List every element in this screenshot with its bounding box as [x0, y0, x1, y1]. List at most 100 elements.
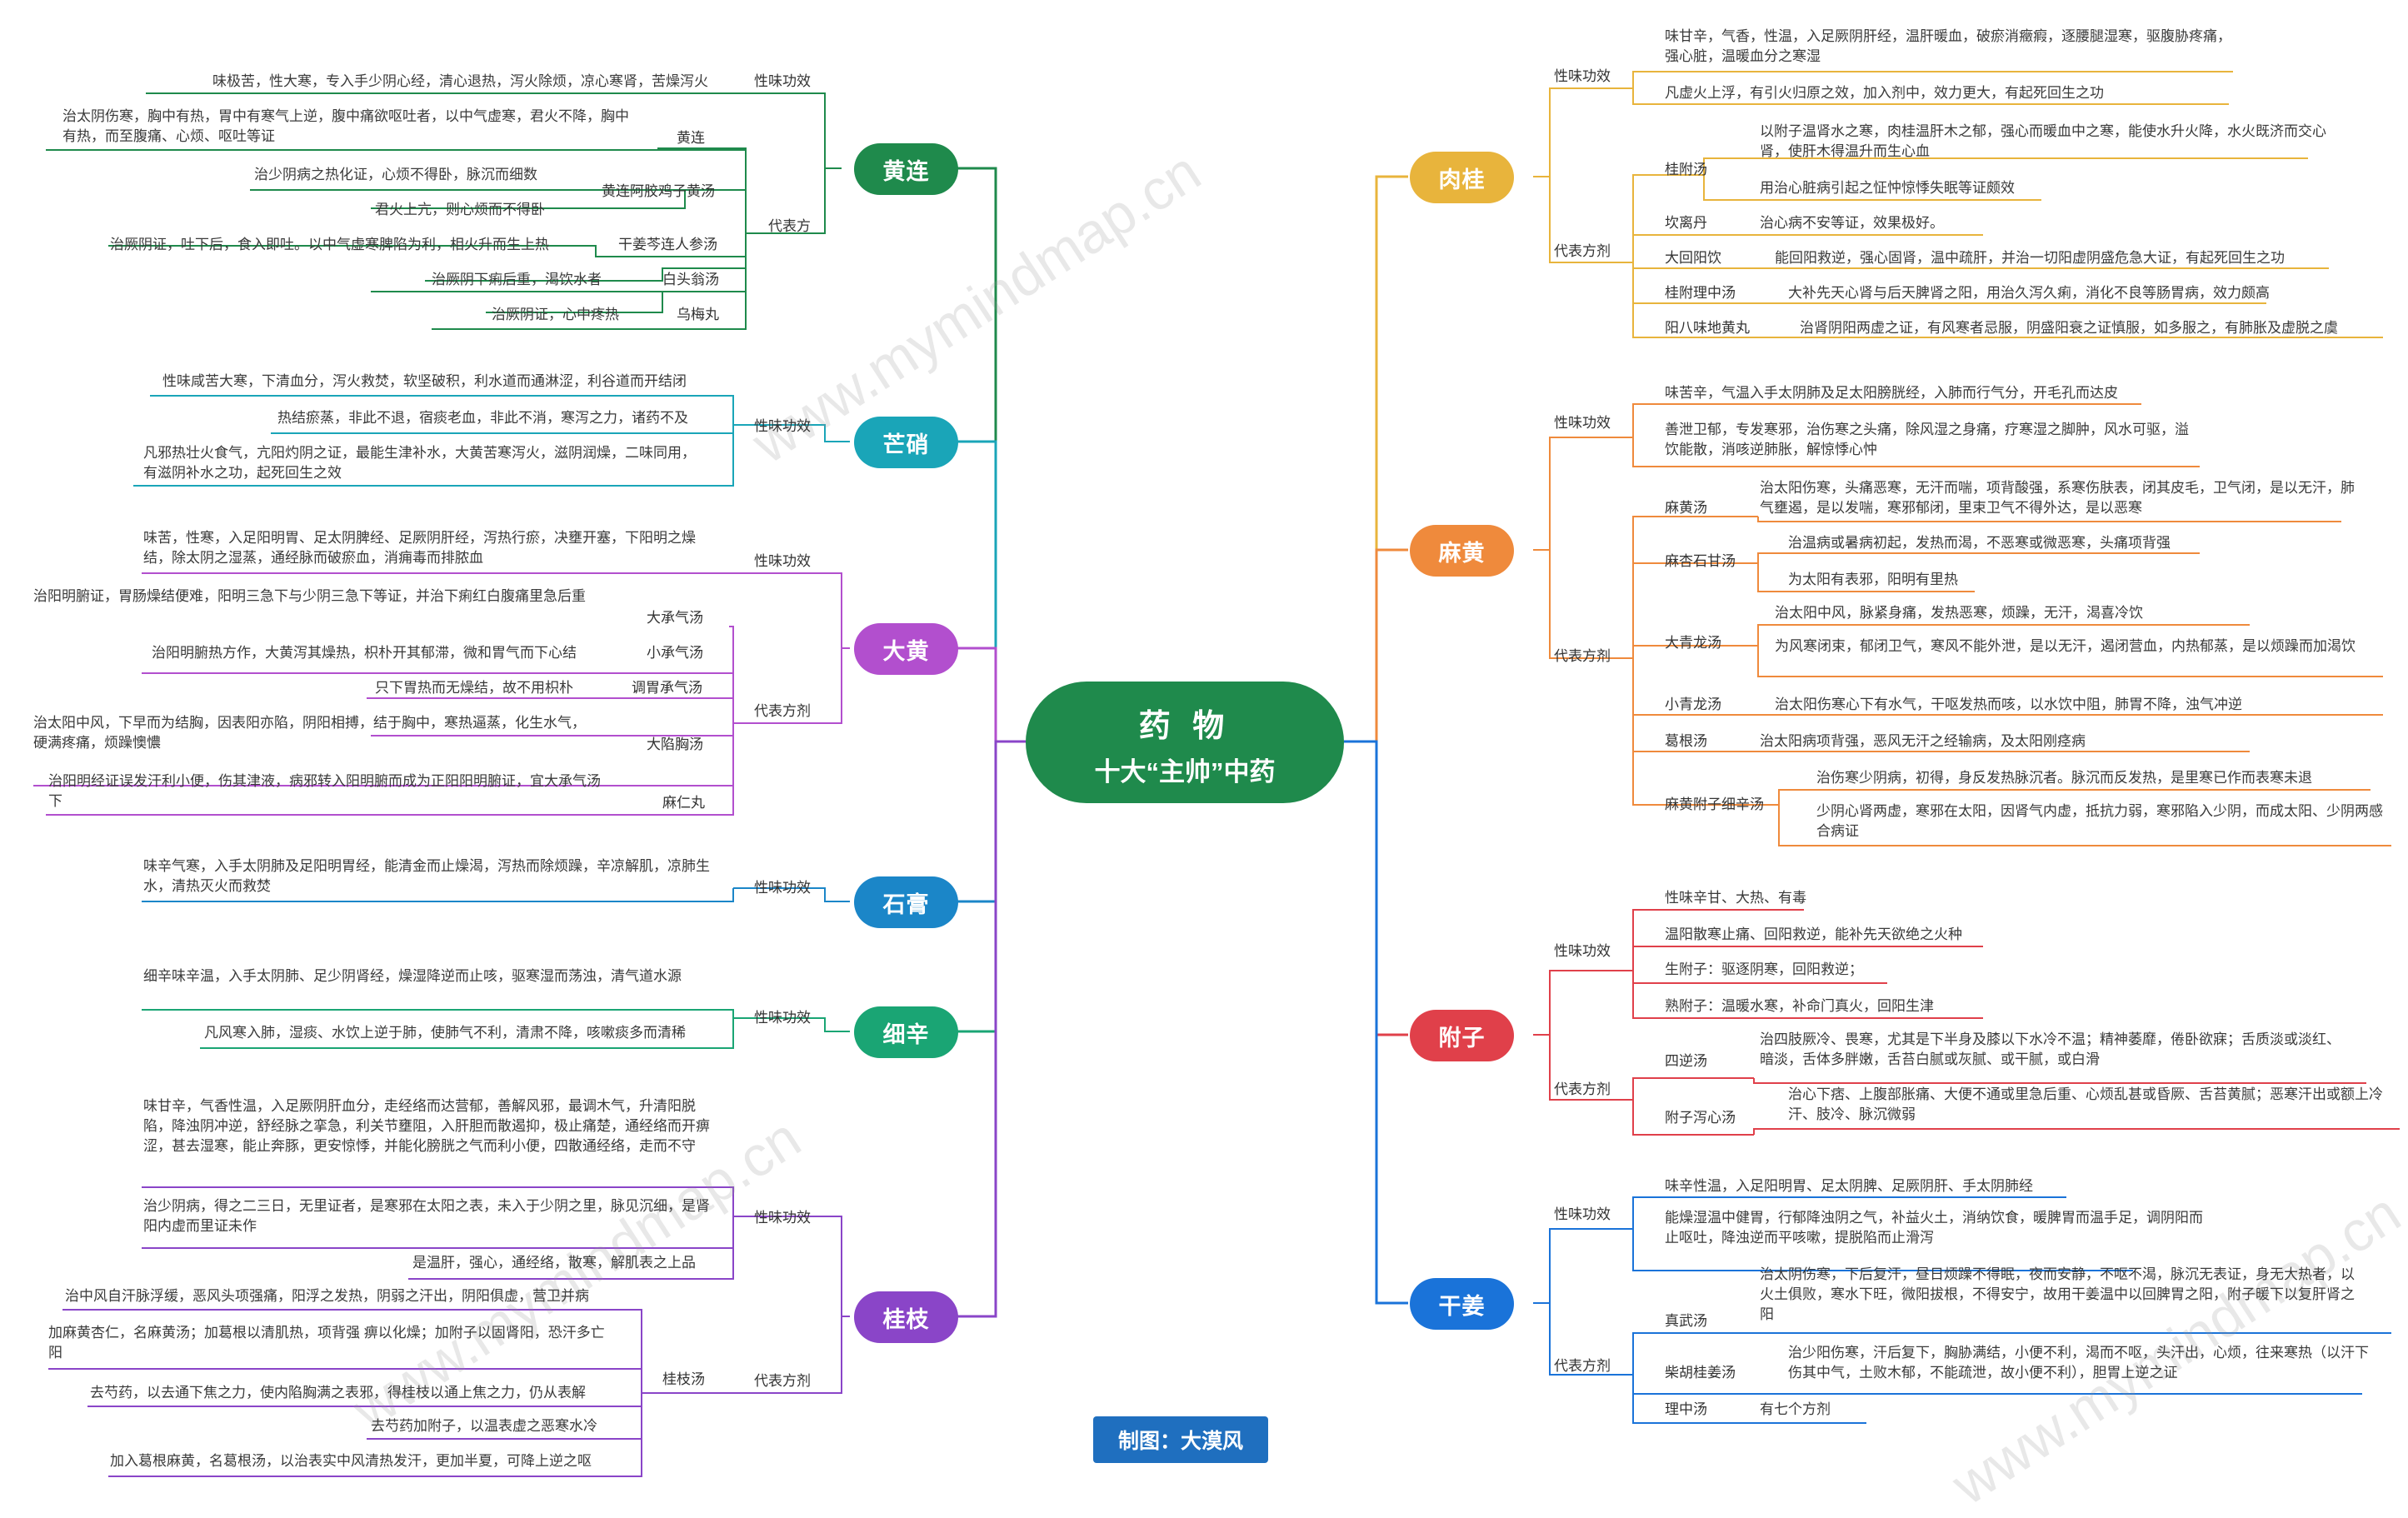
- label-btwt: 白头翁汤: [662, 272, 719, 287]
- mahuang-dql1: 治太阳中风，脉紧身痛，发热恶寒，烦躁，无汗，渴喜冷饮: [1775, 605, 2143, 621]
- label-mxsgt: 麻杏石甘汤: [1665, 553, 1736, 569]
- label-xingwei: 性味功效: [754, 553, 811, 569]
- label-daibiaofang: 代表方: [768, 218, 811, 234]
- huanglian-hlejz-2: 君火上亢，则心烦而不得卧: [375, 202, 545, 217]
- label-xingwei: 性味功效: [754, 418, 811, 434]
- dahuang-mzr: 治阳明经证误发汗利小便，伤其津液，病邪转入阳明腑而成为正阳阳明腑证，宜大承气汤下: [48, 773, 601, 809]
- label-zwt: 真武汤: [1665, 1313, 1707, 1329]
- label-xingwei: 性味功效: [754, 73, 811, 89]
- label-xingwei: 性味功效: [754, 1210, 811, 1226]
- label-xingwei: 性味功效: [1554, 943, 1611, 959]
- mahuang-mh: 治太阳伤寒，头痛恶寒，无汗而喘，项背酸强，系寒伤肤表，闭其皮毛，卫气闭，是以无汗…: [1760, 480, 2355, 516]
- fuzi-sn: 治四肢厥冷、畏寒，尤其是下半身及膝以下水冷不温；精神萎靡，倦卧欲寐；舌质淡或淡红…: [1760, 1031, 2341, 1067]
- rougui-xw2: 凡虚火上浮，有引火归原之效，加入剂中，效力更大，有起死回生之功: [1665, 85, 2104, 101]
- guizhi-b: 治少阴病，得之二三日，无里证者，是寒邪在太阳之表，未入于少阴之里，脉见沉细，是肾…: [143, 1198, 710, 1234]
- fuzi-fz: 治心下痞、上腹部胀痛、大便不通或里急后重、心烦乱甚或昏厥、舌苔黄腻；恶寒汗出或额…: [1788, 1086, 2383, 1122]
- rougui-dhy: 能回阳救逆，强心固肾，温中疏肝，并治一切阳虚阴盛危急大证，有起死回生之功: [1775, 250, 2285, 266]
- huanglian-hl-desc: 治太阴伤寒，胸中有热，胃中有寒气上逆，腹中痛欲呕吐者，以中气虚寒，君火不降，胸中…: [62, 108, 629, 144]
- label-dcqt: 大承气汤: [647, 610, 703, 626]
- node-mangxiao[interactable]: 芒硝: [854, 417, 958, 468]
- node-rougui[interactable]: 肉桂: [1410, 152, 1514, 203]
- fuzi-x1: 性味辛甘、大热、有毒: [1665, 890, 1806, 906]
- dahuang-dcq: 治阳明腑证，胃肠燥结便难，阳明三急下与少阴三急下等证，并治下痢红白腹痛里急后重: [33, 588, 586, 604]
- label-mhfzxxt: 麻黄附子细辛汤: [1665, 796, 1764, 812]
- label-wmw: 乌梅丸: [677, 307, 719, 322]
- label-xingwei: 性味功效: [1554, 1206, 1611, 1222]
- mangxiao-c: 凡邪热壮火食气，亢阳灼阴之证，最能生津补水，大黄苦寒泻火，滋阴润燥，二味同用，有…: [143, 445, 696, 481]
- mahuang-gg: 治太阳病项背强，恶风无汗之经输病，及太阳刚痉病: [1760, 733, 2086, 749]
- label-xqlt: 小青龙汤: [1665, 697, 1721, 712]
- mangxiao-a: 性味咸苦大寒，下清血分，泻火救焚，软坚破积，利水道而通淋涩，利谷道而开结闭: [162, 373, 687, 389]
- rougui-gfl: 大补先天心肾与后天脾肾之阳，用治久泻久痢，消化不良等肠胃病，效力颇高: [1788, 285, 2270, 301]
- node-xixin[interactable]: 细辛: [854, 1006, 958, 1058]
- label-daibiaofangji: 代表方剂: [1554, 1358, 1611, 1374]
- label-xingwei: 性味功效: [1554, 68, 1611, 84]
- guizhi-d5: 加入葛根麻黄，名葛根汤，以治表实中风清热发汗，更加半夏，可降上逆之呕: [110, 1453, 592, 1469]
- node-guizhi[interactable]: 桂枝: [854, 1291, 958, 1343]
- label-mzrw: 麻仁丸: [662, 795, 705, 811]
- dahuang-twcq: 只下胃热而无燥结，故不用枳朴: [375, 680, 573, 696]
- label-daibiaofangji: 代表方剂: [754, 703, 811, 719]
- ganjiang-lz: 有七个方剂: [1760, 1401, 1831, 1417]
- node-shigao[interactable]: 石膏: [854, 876, 958, 928]
- label-hlejz: 黄连阿胶鸡子黄汤: [602, 183, 715, 199]
- center-topic[interactable]: 药 物 十大“主帅”中药: [1026, 682, 1344, 803]
- rougui-kl: 治心病不安等证，效果极好。: [1760, 215, 1944, 231]
- ganjiang-x2: 能燥湿温中健胃，行郁降浊阴之气，补益火土，消纳饮食，暖脾胃而温手足，调阴阳而止呕…: [1665, 1210, 2203, 1246]
- mahuang-mf2: 少阴心肾两虚，寒邪在太阳，因肾气内虚，抵抗力弱，寒邪陷入少阴，而成太阳、少阴两感…: [1816, 803, 2383, 839]
- ganjiang-zw: 治太阴伤寒，下后复汗，昼日烦躁不得眠，夜而安静，不呕不渴，脉沉无表证，身无大热者…: [1760, 1266, 2355, 1322]
- node-dahuang[interactable]: 大黄: [854, 623, 958, 675]
- mahuang-xw2: 善泄卫郁，专发寒邪，治伤寒之头痛，除风湿之身痛，疗寒湿之脚肿，风水可驱，溢饮能散…: [1665, 422, 2189, 457]
- label-dqlt: 大青龙汤: [1665, 635, 1721, 651]
- label-xingwei: 性味功效: [754, 1010, 811, 1026]
- guizhi-d4: 去芍药加附子，以温表虚之恶寒水冷: [371, 1418, 597, 1434]
- xixin-b: 凡风寒入肺，湿痰、水饮上逆于肺，使肺气不利，清肃不降，咳嗽痰多而清稀: [204, 1025, 686, 1041]
- label-daibiaofangji: 代表方剂: [1554, 1081, 1611, 1097]
- label-chgjt: 柴胡桂姜汤: [1665, 1365, 1736, 1381]
- label-daibiaofangji: 代表方剂: [1554, 648, 1611, 664]
- label-lzt: 理中汤: [1665, 1401, 1707, 1417]
- xixin-a: 细辛味辛温，入手太阴肺、足少阴肾经，燥湿降逆而止咳，驱寒湿而荡浊，清气道水源: [143, 968, 682, 984]
- shigao-a: 味辛气寒，入手太阴肺及足阳明胃经，能清金而止燥渴，泻热而除烦躁，辛凉解肌，凉肺生…: [143, 858, 710, 894]
- label-ybwdh: 阳八味地黄丸: [1665, 320, 1750, 336]
- ganjiang-ch: 治少阳伤寒，汗后复下，胸胁满结，小便不利，渴而不呕，头汗出，心烦，往来寒热（以汗…: [1788, 1345, 2369, 1381]
- guizhi-c: 是温肝，强心，通经络，散寒，解肌表之上品: [412, 1255, 696, 1271]
- mangxiao-b: 热结瘀蒸，非此不退，宿痰老血，非此不消，寒泻之力，诸药不及: [277, 410, 688, 426]
- rougui-gf2: 用治心脏病引起之怔忡惊悸失眠等证颇效: [1760, 180, 2015, 196]
- label-kld: 坎离丹: [1665, 215, 1707, 231]
- huanglian-btw: 治厥阴下痢后重，渴饮水者: [432, 272, 602, 287]
- label-gft: 桂附汤: [1665, 162, 1707, 177]
- ganjiang-x1: 味辛性温，入足阳明胃、足太阴脾、足厥阴肝、手太阴肺经: [1665, 1178, 2033, 1194]
- mahuang-xql: 治太阳伤寒心下有水气，干呕发热而咳，以水饮中阻，肺胃不降，浊气冲逆: [1775, 697, 2242, 712]
- label-daibiaofangji: 代表方剂: [754, 1373, 811, 1389]
- label-gzt: 桂枝汤: [662, 1371, 705, 1387]
- guizhi-d1: 治中风自汗脉浮缓，恶风头项强痛，阳浮之发热，阴弱之汗出，阴阳俱虚，营卫并病: [65, 1288, 589, 1304]
- node-huanglian[interactable]: 黄连: [854, 143, 958, 195]
- mahuang-mx2: 为太阳有表邪，阳明有里热: [1788, 572, 1958, 587]
- label-xingwei: 性味功效: [1554, 415, 1611, 431]
- label-xcqt: 小承气汤: [647, 645, 703, 661]
- label-gjqlrs: 干姜芩连人参汤: [618, 237, 717, 252]
- dahuang-xcq: 治阳明腑热方作，大黄泻其燥热，枳朴开其郁滞，微和胃气而下心结: [152, 645, 577, 661]
- huanglian-wm: 治厥阴证，心中疼热: [492, 307, 619, 322]
- watermark: www.mymindmap.cn: [741, 139, 1211, 476]
- node-fuzi[interactable]: 附子: [1410, 1010, 1514, 1061]
- mahuang-mf1: 治伤寒少阴病，初得，身反发热脉沉者。脉沉而反发热，是里寒已作而表寒未退: [1816, 770, 2312, 786]
- center-title: 药 物: [1138, 709, 1231, 744]
- mahuang-mx1: 治温病或暑病初起，发热而渴，不恶寒或微恶寒，头痛项背强: [1788, 535, 2171, 551]
- label-sini: 四逆汤: [1665, 1053, 1707, 1069]
- rougui-ybw: 治肾阴阳两虚之证，有风寒者忌服，阴盛阳衰之证慎服，如多服之，有肺胀及虚脱之虞: [1800, 320, 2338, 336]
- dahuang-xw: 味苦，性寒，入足阳明胃、足太阴脾经、足厥阴肝经，泻热行瘀，决壅开塞，下阳明之燥结…: [143, 530, 696, 566]
- rougui-gf1: 以附子温肾水之寒，肉桂温肝木之郁，强心而暖血中之寒，能使水升火降，水火既济而交心…: [1760, 123, 2326, 159]
- label-dxxt: 大陷胸汤: [647, 737, 703, 752]
- guizhi-d2: 加麻黄杏仁，名麻黄汤；加葛根以清肌热，项背强 痹以化燥；加附子以固肾阳，恐汗多亡…: [48, 1325, 605, 1361]
- label-dhyy: 大回阳饮: [1665, 250, 1721, 266]
- fuzi-x4: 熟附子：温暖水寒，补命门真火，回阳生津: [1665, 998, 1934, 1014]
- huanglian-hlejz-1: 治少阴病之热化证，心烦不得卧，脉沉而细数: [254, 167, 537, 182]
- node-ganjiang[interactable]: 干姜: [1410, 1278, 1514, 1330]
- rougui-xw1: 味甘辛，气香，性温，入足厥阴肝经，温肝暖血，破瘀消癥瘕，逐腰腿湿寒，驱腹胁疼痛，…: [1665, 28, 2231, 64]
- huanglian-xingwei: 味极苦，性大寒，专入手少阴心经，清心退热，泻火除烦，凉心寒肾，苦燥泻火: [212, 73, 708, 89]
- mahuang-dql2: 为风寒闭束，郁闭卫气，寒风不能外泄，是以无汗，遏闭营血，内热郁蒸，是以烦躁而加渴…: [1775, 638, 2356, 654]
- label-twcqt: 调胃承气汤: [632, 680, 702, 696]
- node-mahuang[interactable]: 麻黄: [1410, 525, 1514, 577]
